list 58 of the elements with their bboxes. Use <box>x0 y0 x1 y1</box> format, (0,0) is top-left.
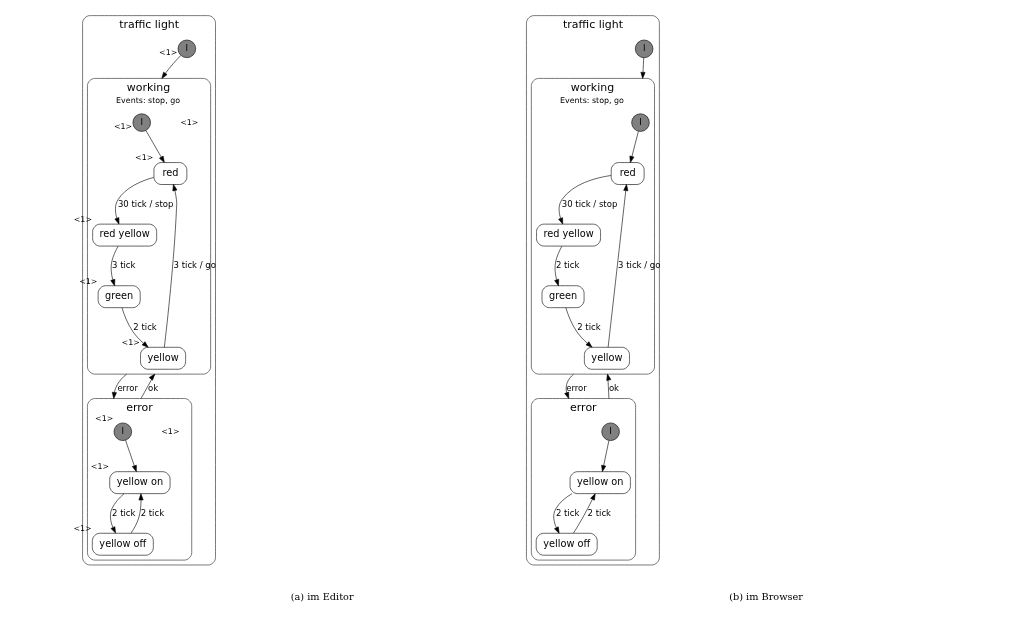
edge-label: 30 tick / stop <box>561 198 618 209</box>
node-box: yellow off <box>535 532 598 556</box>
arrow <box>565 307 593 348</box>
edge-label: ok <box>608 383 620 394</box>
arrow <box>606 373 612 399</box>
label: (b) im Browser <box>729 590 804 602</box>
label: (a) im Editor <box>290 590 354 602</box>
arrow <box>164 184 178 348</box>
edge-label: 2 tick <box>577 321 601 332</box>
node-box: green <box>97 285 141 308</box>
edge-label: 2 tick <box>133 321 157 332</box>
node-circle: I <box>631 113 650 132</box>
arrow <box>140 373 156 399</box>
node-circle: I <box>601 422 620 441</box>
edge-label: 3 tick / go <box>173 260 216 271</box>
node-box: red yellow <box>92 223 157 247</box>
arrow <box>110 245 119 286</box>
node-box: red <box>153 162 188 185</box>
node-box: red <box>610 162 645 185</box>
arrow <box>640 57 646 79</box>
node-box: red yellow <box>536 223 601 247</box>
arrow <box>145 130 165 163</box>
edge-label: 3 tick <box>112 260 136 271</box>
arrow <box>121 307 149 348</box>
node-box: yellow off <box>92 532 154 556</box>
node-circle: I <box>132 113 151 132</box>
arrow <box>601 440 610 472</box>
arrow <box>554 245 563 286</box>
edge-label: 2 tick <box>587 507 612 518</box>
arrow <box>111 373 127 399</box>
arrow <box>564 373 574 399</box>
arrow <box>161 55 182 79</box>
node-box: green <box>541 285 585 308</box>
node-box: yellow on <box>109 471 171 494</box>
node-box: yellow on <box>569 471 631 494</box>
edge-label: ok <box>147 383 159 394</box>
arrow <box>607 184 629 348</box>
arrow <box>130 493 144 534</box>
edge-label: 2 tick <box>555 260 580 271</box>
edge-label: error <box>566 383 587 394</box>
edge-label: 2 tick <box>112 507 136 518</box>
arrow <box>573 493 596 534</box>
edge-label: 3 tick / go <box>618 260 661 271</box>
arrow <box>629 131 639 163</box>
edge-label: 2 tick <box>555 507 580 518</box>
node-box: yellow <box>140 347 186 370</box>
edge-label: 30 tick / stop <box>117 198 174 209</box>
edge-label: 2 tick <box>140 507 165 518</box>
node-box: yellow <box>584 347 630 370</box>
arrow <box>125 440 137 472</box>
arrow <box>114 177 155 225</box>
node-circle: I <box>635 39 654 58</box>
edge-label: error <box>117 383 139 394</box>
node-circle: I <box>113 422 132 441</box>
arrow <box>110 493 125 534</box>
node-circle: I <box>177 39 196 58</box>
arrow <box>558 175 612 225</box>
arrow <box>553 493 573 534</box>
